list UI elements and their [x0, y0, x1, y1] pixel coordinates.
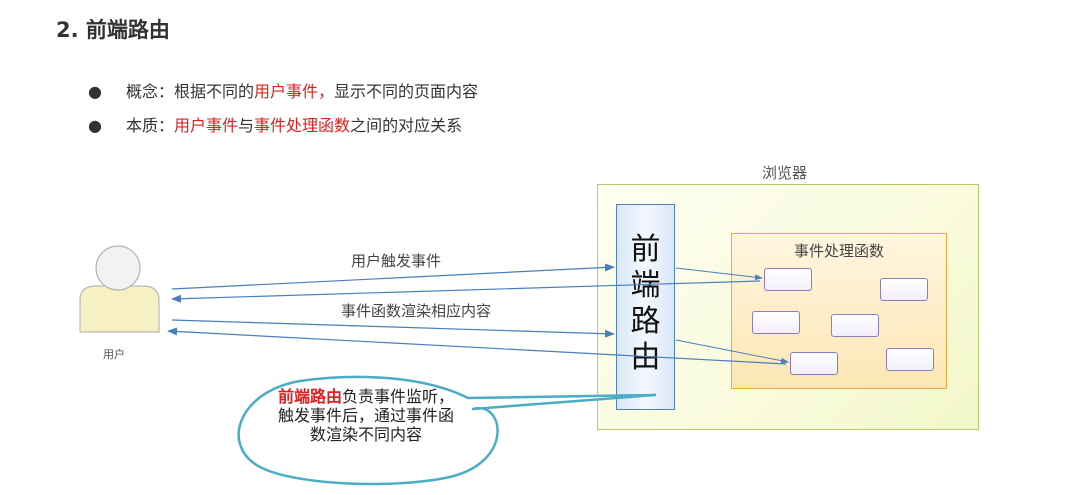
handler-box [831, 314, 879, 337]
arrow-trigger-in-2 [171, 319, 615, 338]
callout-highlight: 前端路由 [277, 387, 342, 406]
bullet-essence: ●本质：用户事件与事件处理函数之间的对应关系 [88, 116, 463, 135]
handler-box [880, 278, 928, 301]
arrow-render-back-2 [167, 327, 787, 365]
arrow-render-back [171, 280, 761, 303]
arrow-trigger-in [171, 263, 615, 290]
arrow-trigger-label: 用户触发事件 [351, 252, 442, 270]
callout-rest: 负责事件监听，触发事件后，通过事件函数渲染不同内容 [277, 387, 455, 444]
router-label-char: 路 [630, 304, 661, 339]
callout-text: 前端路由负责事件监听，触发事件后，通过事件函数渲染不同内容 [276, 387, 456, 444]
bullet-marker: ● [88, 82, 102, 101]
router-label-char: 端 [630, 268, 661, 303]
handler-box [752, 311, 800, 334]
router-label-char: 前 [630, 232, 661, 267]
bullet-concept: ●概念：根据不同的用户事件，显示不同的页面内容 [88, 82, 479, 101]
browser-label: 浏览器 [762, 164, 808, 182]
arrow-router-handler [675, 267, 763, 281]
page-title: 2. 前端路由 [56, 18, 170, 42]
router-box [616, 204, 675, 410]
handler-box [764, 268, 812, 291]
arrow-router-handler-2 [675, 339, 789, 364]
router-label: 前端路由 [616, 232, 675, 376]
handler-box [886, 348, 934, 371]
handler-box [790, 352, 838, 375]
handlers-label: 事件处理函数 [793, 242, 884, 260]
callout-bubble [237, 375, 657, 486]
bullet-marker: ● [88, 116, 102, 135]
user-label: 用户 [103, 348, 125, 361]
arrow-render-label: 事件函数渲染相应内容 [341, 302, 492, 320]
user-icon [79, 245, 160, 333]
